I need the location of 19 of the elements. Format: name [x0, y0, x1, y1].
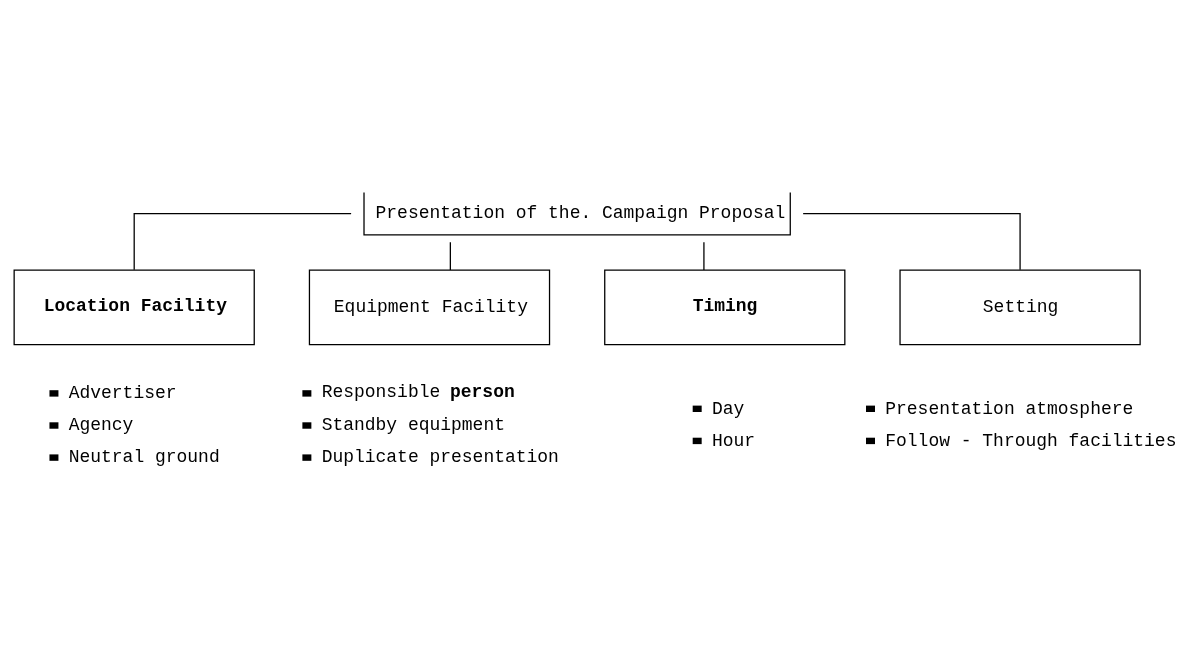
node-label: Follow - Through facilities	[885, 430, 1177, 451]
node-label: Advertiser	[68, 383, 177, 404]
node-label: Duplicate presentation	[321, 447, 559, 468]
node-box: Timing	[604, 269, 846, 346]
node-label: Agency	[68, 415, 134, 436]
node-label: Neutral ground	[68, 447, 220, 468]
node-text: Presentation of the. Campaign Proposal	[375, 203, 786, 224]
node-label: Day	[711, 398, 745, 419]
node-label: Hour	[711, 430, 756, 451]
connector	[703, 241, 705, 271]
node-box: Setting	[899, 269, 1141, 346]
node-box: Equipment Facility	[308, 269, 551, 346]
node-label: Responsible person	[321, 381, 515, 402]
node-box: Location Facility	[13, 269, 255, 346]
connector	[133, 213, 352, 271]
connector	[449, 241, 451, 271]
connector	[802, 213, 1021, 271]
node-label: Presentation atmosphere	[885, 398, 1134, 419]
node-label: Standby equipment	[321, 415, 505, 436]
